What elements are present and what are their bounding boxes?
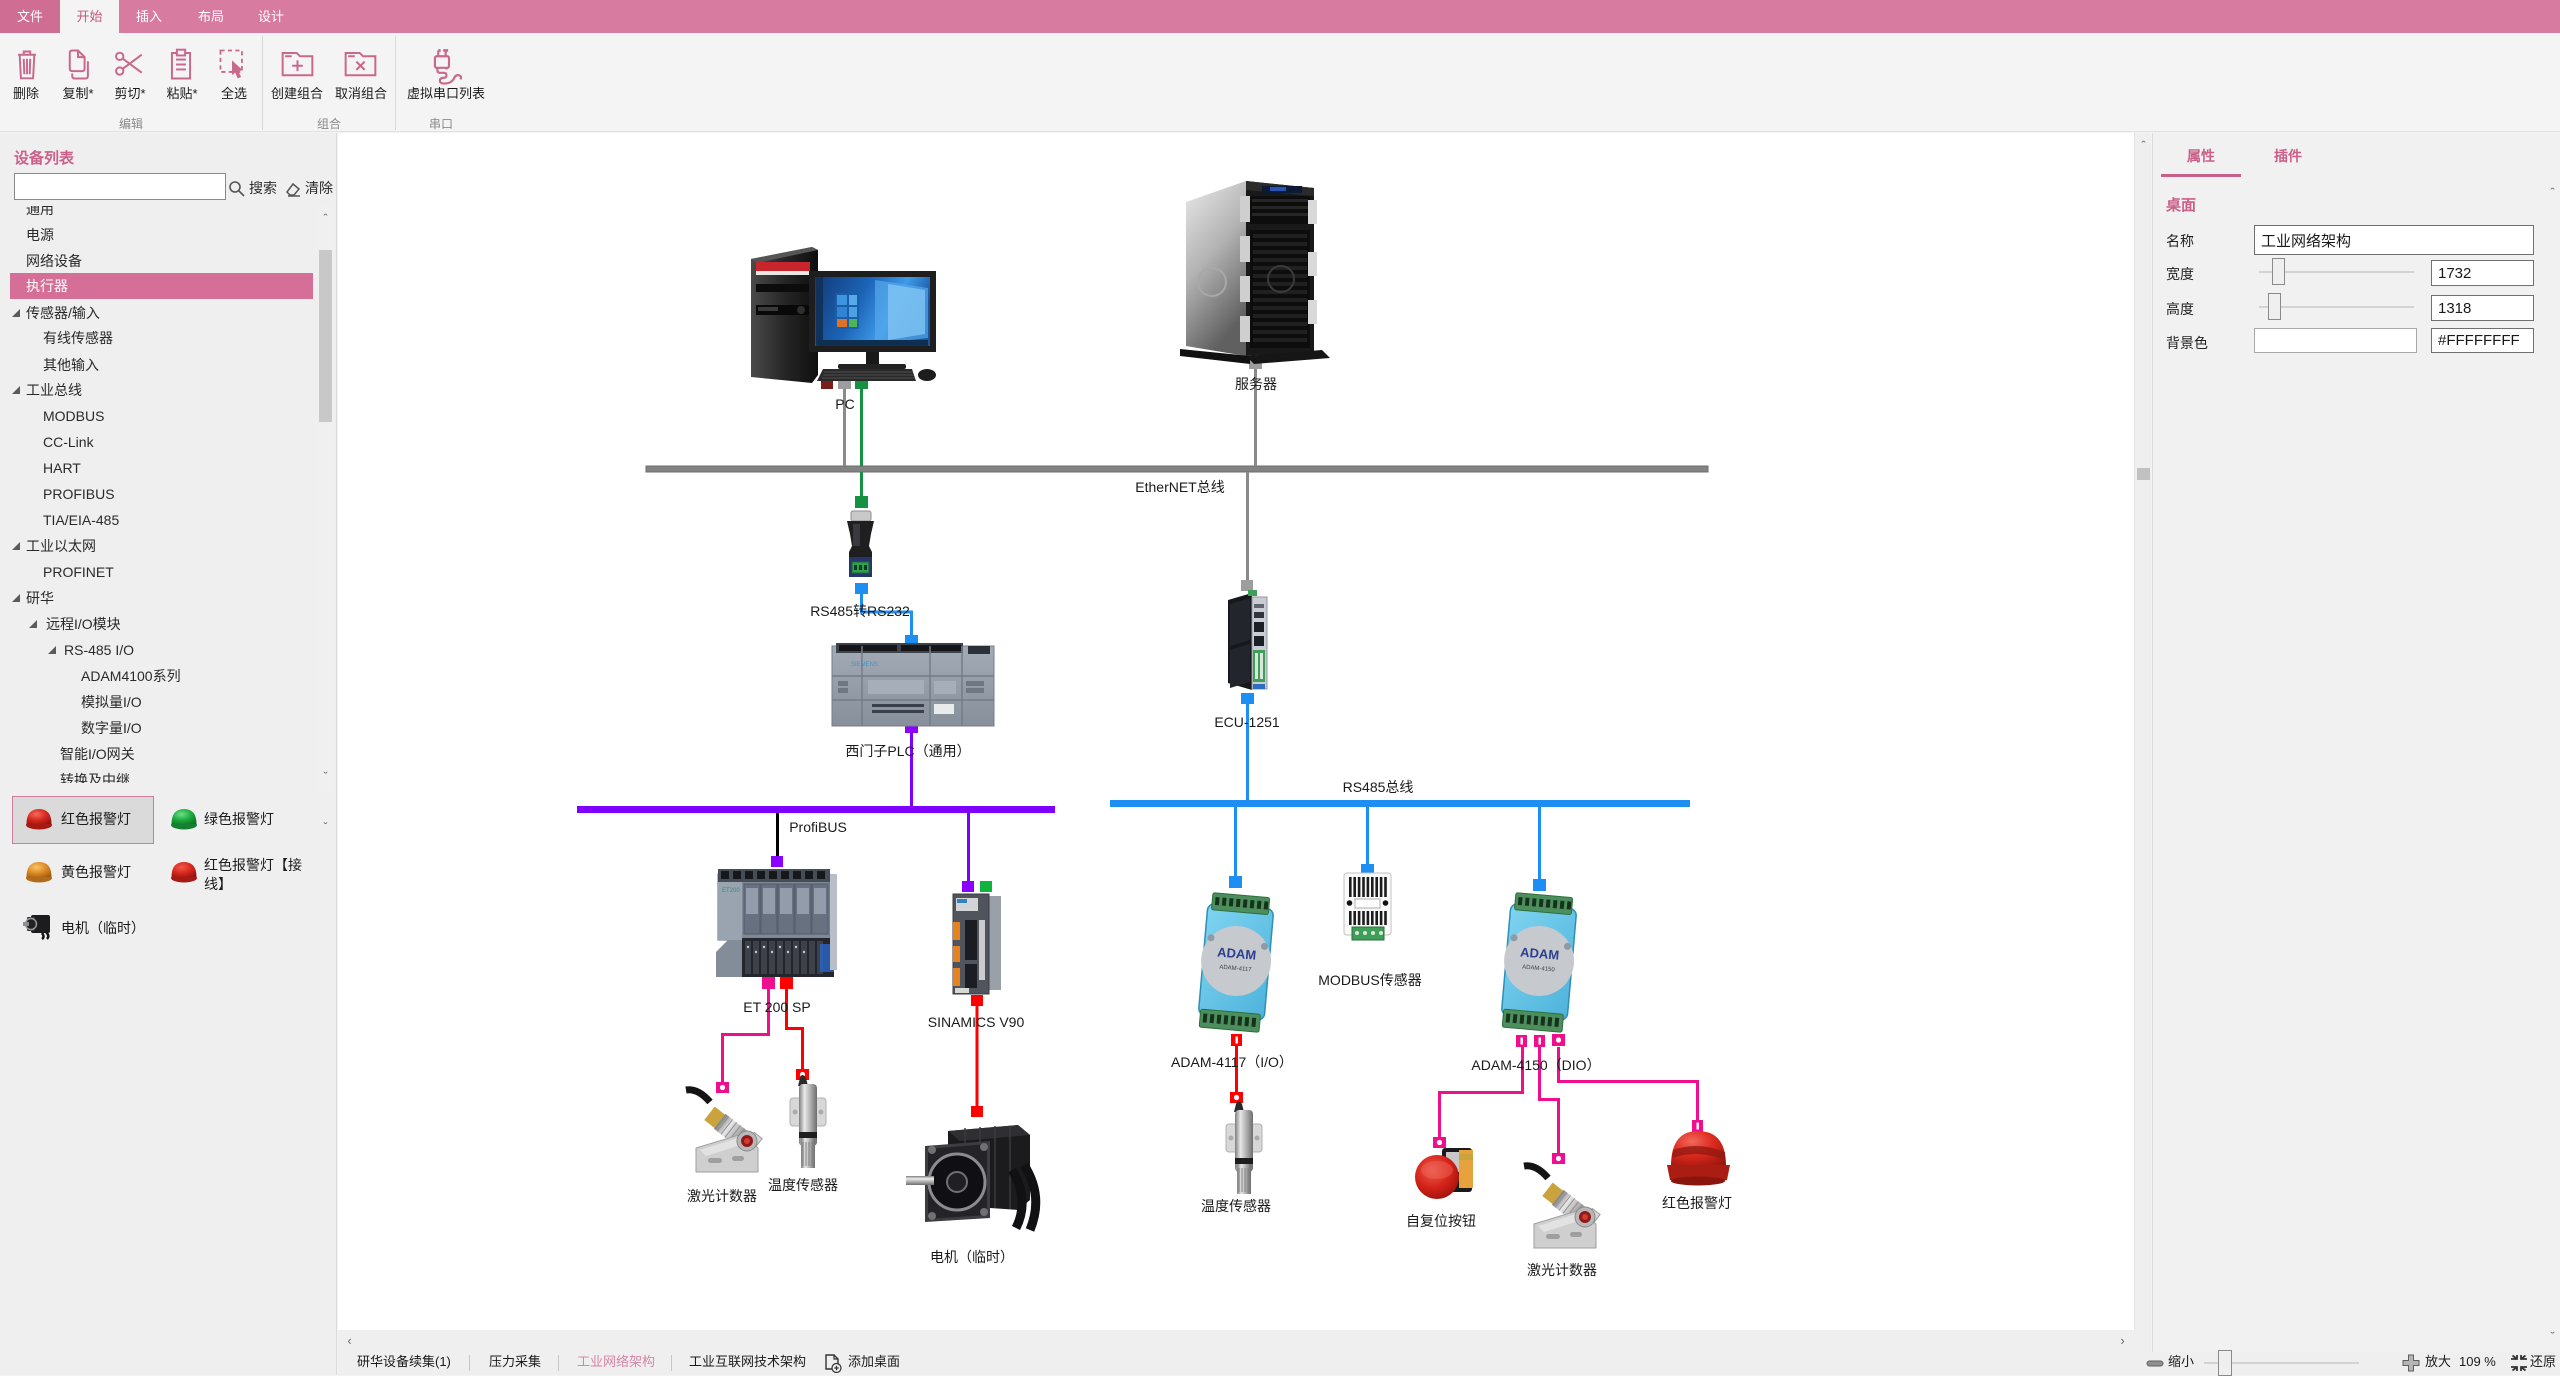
svg-text:ADAM-4150: ADAM-4150 [1522, 965, 1556, 974]
svg-text:ECU-1251: ECU-1251 [1214, 714, 1280, 730]
svg-text:电机（临时）: 电机（临时） [930, 1249, 1014, 1265]
svg-text:ADAM: ADAM [1520, 944, 1560, 962]
svg-text:激光计数器: 激光计数器 [687, 1188, 757, 1204]
svg-text:激光计数器: 激光计数器 [1527, 1262, 1597, 1278]
svg-text:西门子PLC（通用）: 西门子PLC（通用） [845, 743, 970, 759]
svg-text:ET 200 SP: ET 200 SP [743, 999, 810, 1015]
svg-text:温度传感器: 温度传感器 [1201, 1198, 1271, 1214]
svg-text:SIEMENS: SIEMENS [851, 662, 878, 668]
svg-text:ET200: ET200 [722, 888, 740, 894]
svg-text:ADAM-4117: ADAM-4117 [1219, 965, 1252, 974]
svg-text:自复位按钮: 自复位按钮 [1406, 1213, 1476, 1229]
svg-text:ProfiBUS: ProfiBUS [789, 819, 847, 835]
svg-text:ADAM: ADAM [1217, 944, 1257, 962]
svg-text:PC: PC [835, 396, 854, 412]
svg-text:RS485总线: RS485总线 [1343, 779, 1414, 795]
svg-text:服务器: 服务器 [1235, 376, 1277, 392]
svg-text:ADAM-4117（I/O）: ADAM-4117（I/O） [1171, 1054, 1293, 1070]
svg-text:温度传感器: 温度传感器 [768, 1177, 838, 1193]
svg-text:EtherNET总线: EtherNET总线 [1135, 479, 1224, 495]
svg-text:ADAM-4150（DIO）: ADAM-4150（DIO） [1471, 1057, 1600, 1073]
svg-text:MODBUS传感器: MODBUS传感器 [1318, 972, 1421, 988]
svg-text:SINAMICS V90: SINAMICS V90 [928, 1014, 1025, 1030]
svg-text:RS485转RS232: RS485转RS232 [810, 603, 910, 619]
svg-text:红色报警灯: 红色报警灯 [1662, 1195, 1732, 1211]
